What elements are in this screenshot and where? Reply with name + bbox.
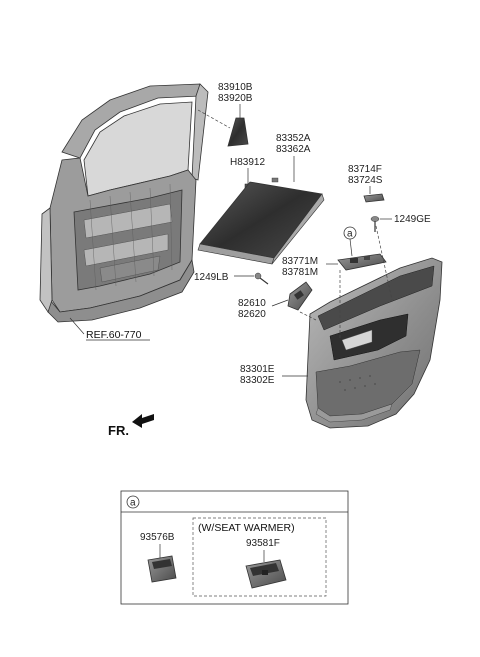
part-83352A-label: 83352A [276,133,311,144]
part-H83912-label: H83912 [230,157,265,168]
svg-text:a: a [347,229,353,240]
switch-93576B [147,555,177,583]
handle-cap [363,193,385,203]
part-83301E-label: 83301E [240,364,275,375]
screw-1249GE [370,216,380,232]
seat-warmer-option-box [192,517,327,597]
ref-leader [69,317,85,335]
callout-a-marker: a [343,226,357,257]
trim-dashed-2 [375,225,393,301]
screw-1249LB [254,272,269,285]
inside-handle [287,281,313,311]
part-83920B-label: 83920B [218,93,253,104]
part-83724S-label: 83724S [348,175,383,186]
inset-box: a 93576B (W/SEAT WARMER) 93581F [120,490,349,605]
part-83771M-label: 83771M [282,256,318,267]
trim-dashed-3 [299,311,317,321]
part-82620-label: 82620 [238,309,266,320]
insulation-pad [197,177,325,265]
switch-bracket [337,253,387,271]
part-83910B-label: 83910B [218,82,253,93]
front-arrow-icon [132,414,154,428]
part-82610-label: 82610 [238,298,266,309]
part-93576B-label: 93576B [140,532,175,543]
inset-marker: a [126,495,140,509]
svg-text:FR.: FR. [108,423,129,438]
switch-93581F [245,559,287,589]
seat-warmer-title: (W/SEAT WARMER) [198,522,295,534]
door-trim-panel [305,257,443,429]
part-83714F-label: 83714F [348,164,382,175]
front-direction-indicator: FR. [108,414,154,438]
door-frame [39,83,209,323]
delta-cover-dashed [197,109,231,129]
part-1249LB-label: 1249LB [194,272,229,283]
delta-cover-part [227,117,249,147]
ref-label: REF.60-770 [86,329,142,341]
part-1249GE-label: 1249GE [394,214,431,225]
part-83362A-label: 83362A [276,144,311,155]
part-83302E-label: 83302E [240,375,275,386]
svg-text:a: a [130,498,136,509]
part-83781M-label: 83781M [282,267,318,278]
handle-leader [271,299,289,307]
part-93581F-label: 93581F [246,538,280,549]
